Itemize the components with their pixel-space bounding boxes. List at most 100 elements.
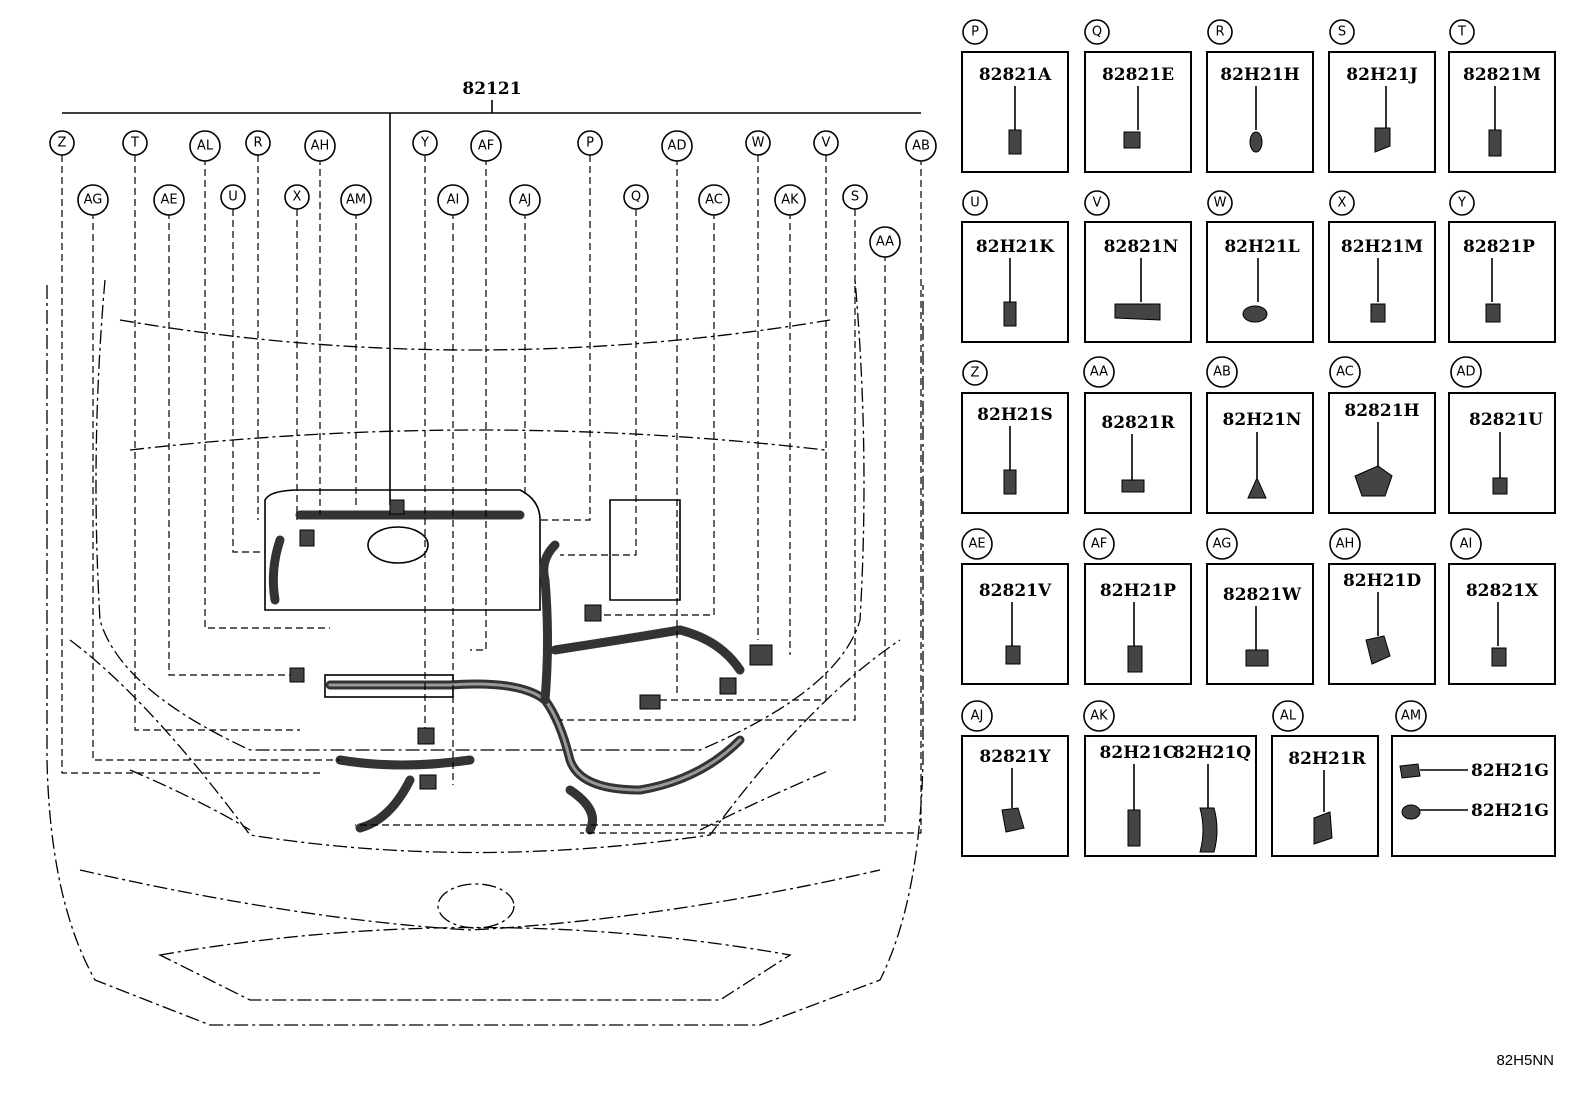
connector-icon	[1242, 305, 1268, 323]
svg-text:R: R	[1215, 25, 1224, 40]
part-number: 82821U	[1469, 410, 1543, 430]
callout-AE: AE	[153, 184, 185, 216]
part-number: 82821P	[1463, 237, 1535, 257]
callout-Q: Q	[623, 184, 649, 210]
part-number: 82H21S	[977, 405, 1053, 425]
top-callouts: Z T AL R AH Y AF P AD W V AB	[49, 130, 937, 162]
svg-text:AM: AM	[1401, 709, 1421, 724]
leader-T	[134, 155, 300, 731]
callout-T: T	[122, 130, 148, 156]
callout-V: V	[813, 130, 839, 156]
harness-right-branch	[550, 625, 745, 675]
part-number: 82821H	[1344, 401, 1419, 421]
leader-lines	[61, 113, 922, 834]
connector-icon	[1127, 645, 1143, 673]
bumper-upper-line	[69, 639, 901, 854]
part-box-W: W 82H21L	[1206, 190, 1314, 343]
leader-U	[232, 209, 265, 553]
part-box-Q: Q 82821E	[1084, 19, 1192, 173]
leader-Q	[560, 209, 637, 556]
part-box-S: S 82H21J	[1328, 19, 1436, 173]
part-box-AL: AL 82H21R	[1271, 700, 1379, 857]
svg-text:AL: AL	[1280, 709, 1297, 724]
callout-AJ: AJ	[509, 184, 541, 216]
part-number: 82821X	[1466, 581, 1539, 601]
harness-lower-branch	[335, 755, 475, 770]
svg-text:W: W	[752, 136, 765, 151]
svg-text:P: P	[586, 136, 594, 151]
svg-text:AG: AG	[1213, 537, 1232, 552]
svg-text:Y: Y	[1457, 196, 1466, 211]
svg-text:AF: AF	[1091, 537, 1107, 552]
leader-S	[560, 209, 856, 721]
svg-text:X: X	[1338, 196, 1347, 211]
connector	[389, 499, 405, 515]
callout-AC: AC	[698, 184, 730, 216]
part-box-AH: AH 82H21D	[1328, 528, 1436, 685]
firewall-line	[129, 429, 826, 451]
part-number: 82H21R	[1288, 749, 1366, 769]
harness-main-core	[328, 682, 742, 792]
connector	[639, 694, 661, 710]
part-number: 82H21C	[1100, 743, 1177, 763]
connector-icon	[1488, 129, 1502, 157]
svg-text:AM: AM	[346, 193, 366, 208]
connector-icon	[1005, 645, 1021, 665]
svg-text:U: U	[970, 196, 980, 211]
svg-text:AI: AI	[447, 193, 460, 208]
engine-components	[264, 489, 681, 698]
svg-text:W: W	[1214, 196, 1227, 211]
part-number: 82821Y	[979, 747, 1051, 767]
svg-text:X: X	[293, 190, 302, 205]
callout-AH: AH	[304, 130, 336, 162]
part-number: 82821N	[1104, 237, 1179, 257]
callout-AF: AF	[470, 130, 502, 162]
callout-Z: Z	[49, 130, 75, 156]
part-number: 82H21P	[1100, 581, 1176, 601]
connector-icon	[1313, 811, 1333, 845]
harness-upper-branch	[539, 540, 560, 705]
svg-text:AH: AH	[311, 139, 330, 154]
svg-text:AB: AB	[912, 139, 930, 154]
part-box-V: V 82821N	[1084, 190, 1192, 343]
connector-icon	[1245, 649, 1269, 667]
part-number: 82H21L	[1224, 237, 1299, 257]
svg-text:Z: Z	[971, 366, 980, 381]
svg-text:Q: Q	[1092, 25, 1102, 40]
connector	[417, 727, 435, 745]
harness-left-branch	[268, 535, 285, 605]
connector-icon	[1247, 476, 1267, 499]
part-box-AE: AE 82821V	[961, 528, 1069, 685]
connector-icon	[1003, 301, 1017, 327]
part-number: 82821A	[979, 65, 1052, 85]
grille-outline	[157, 926, 792, 1001]
connector-icon	[1123, 131, 1141, 149]
callout-U: U	[220, 184, 246, 210]
part-number: 82821V	[979, 581, 1052, 601]
callout-AA: AA	[869, 226, 901, 258]
engine-block	[264, 489, 541, 611]
lower-callouts: AG AE U X AM AI AJ Q AC AK S AA	[77, 184, 901, 258]
harness-connectors	[289, 499, 773, 790]
leader-P	[540, 155, 591, 521]
connector-icon	[1199, 807, 1218, 853]
callout-Y: Y	[412, 130, 438, 156]
connector	[584, 604, 602, 622]
connector-icon	[1399, 763, 1421, 779]
connector-icon	[1127, 809, 1141, 847]
svg-text:AK: AK	[1090, 709, 1108, 724]
svg-text:AJ: AJ	[519, 193, 532, 208]
svg-text:AE: AE	[160, 193, 177, 208]
svg-text:AK: AK	[781, 193, 799, 208]
part-box-AA: AA 82821R	[1083, 356, 1192, 514]
part-box-R: R 82H21H	[1206, 19, 1314, 173]
svg-text:U: U	[228, 190, 238, 205]
connector-icon	[1401, 804, 1421, 820]
callout-S: S	[842, 184, 868, 210]
svg-text:AI: AI	[1460, 537, 1473, 552]
part-box-Y: Y 82821P	[1448, 190, 1556, 343]
connector-icon	[1370, 303, 1386, 323]
callout-W: W	[745, 130, 771, 156]
connector-icon	[1374, 127, 1391, 153]
